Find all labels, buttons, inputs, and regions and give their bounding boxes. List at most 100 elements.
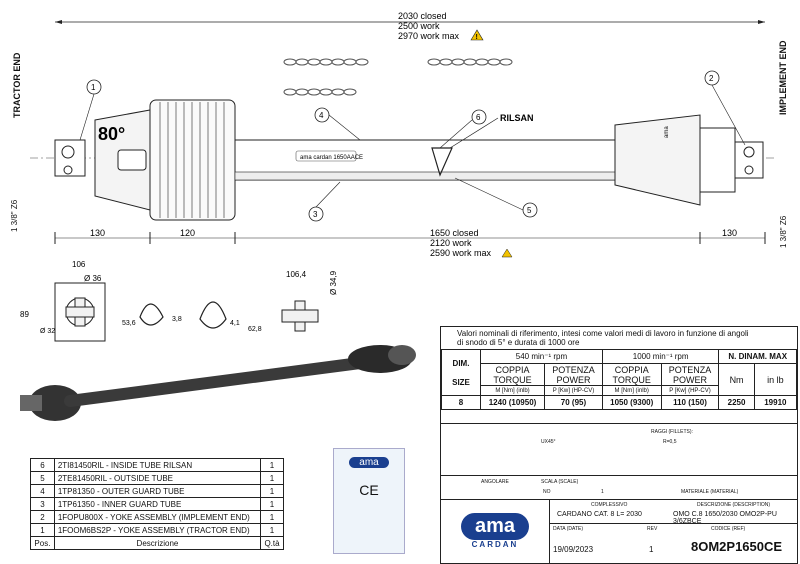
- scala-no: NO: [543, 489, 551, 495]
- codice-value: 8OM2P1650CE: [691, 539, 783, 554]
- rilsan-label: RILSAN: [500, 113, 534, 123]
- top-dim-work-max: 2970 work max: [398, 31, 460, 41]
- segment-middle: 120: [180, 228, 195, 238]
- safety-chain-top-left: [283, 58, 369, 66]
- svg-text:Ø 32: Ø 32: [40, 328, 55, 335]
- ce-icon: CE: [359, 482, 379, 498]
- parts-cell-qty: 1: [260, 510, 284, 524]
- parts-cell-desc: 1FOPU800X - YOKE ASSEMBLY (IMPLEMENT END…: [53, 510, 262, 524]
- scala-label: SCALA (SCALE): [541, 479, 579, 485]
- parts-cell-qty: 1: [260, 484, 284, 498]
- svg-text:1: 1: [91, 83, 96, 92]
- parts-header-pos: Pos.: [30, 536, 55, 550]
- angolare-label: ANGOLARE: [481, 479, 509, 485]
- cross-section-details: 106 Ø 36 89 Ø 32 53,6 3,8 4,1 62,8 106,4…: [20, 260, 338, 342]
- rpm540-header: 540 min⁻¹ rpm: [480, 349, 603, 364]
- svg-text:3: 3: [313, 210, 318, 219]
- implement-end-cone: [614, 114, 701, 206]
- outer-tube-profile: [139, 303, 164, 326]
- implement-yoke: [734, 141, 764, 179]
- spec-intro-line1: Valori nominali di riferimento, intesi c…: [457, 329, 749, 338]
- bottom-dim-work-max: 2590 work max: [430, 248, 492, 258]
- safety-chain-top-right: [427, 58, 513, 66]
- svg-text:89: 89: [20, 310, 29, 319]
- inner-guard-tube: [234, 171, 616, 181]
- desc-header: DESCRIZIONE (DESCRIPTION): [697, 502, 771, 508]
- svg-text:53,6: 53,6: [122, 320, 136, 327]
- scala-value: 1: [601, 489, 604, 495]
- implement-guard: [699, 127, 736, 193]
- tube-label: ama cardan 1650AACE: [300, 155, 363, 161]
- inner-tube-profile: [199, 301, 227, 329]
- implement-end-label: IMPLEMENT END: [778, 40, 788, 115]
- ndinam-header: N. DINAM. MAX: [718, 349, 797, 364]
- codice-label: CODICE (REF): [711, 526, 746, 532]
- parts-header-qty: Q.tà: [260, 536, 284, 550]
- omo-text: OMO C.8 1650/2030 OMO2P-PU 3/6ZBCE: [673, 511, 777, 525]
- parts-header-desc: Descrizione: [53, 536, 262, 550]
- segment-right: 130: [722, 228, 737, 238]
- svg-text:3,8: 3,8: [172, 316, 182, 323]
- shaft-3d-render: [20, 345, 416, 421]
- driveline-side-view: 2030 closed 2500 work 2970 work max !: [30, 11, 775, 258]
- rilsan-profile: [431, 147, 453, 177]
- parts-cell-pos: 3: [30, 497, 55, 511]
- svg-text:Ø 36: Ø 36: [84, 274, 102, 283]
- label-logo: ama: [349, 457, 389, 468]
- top-dim-closed: 2030 closed: [398, 11, 447, 21]
- warning-icon-bottom: [501, 248, 513, 258]
- svg-text:4: 4: [319, 111, 324, 120]
- parts-cell-pos: 2: [30, 510, 55, 524]
- angle-label: 80°: [98, 124, 125, 144]
- svg-text:6: 6: [476, 113, 481, 122]
- parts-cell-pos: 1: [30, 523, 55, 537]
- parts-cell-pos: 4: [30, 484, 55, 498]
- complessivo-label: COMPLESSIVO: [591, 502, 628, 508]
- svg-text:!: !: [476, 34, 478, 41]
- small-logo: ama: [664, 126, 670, 138]
- rev-value: 1: [649, 545, 654, 554]
- parts-cell-qty: 1: [260, 471, 284, 485]
- safety-chain-middle: [283, 88, 357, 96]
- raggi-label: RAGGI (FILLETS):: [651, 429, 693, 435]
- svg-text:Ø 34,9: Ø 34,9: [329, 270, 338, 295]
- parts-cell-pos: 5: [30, 471, 55, 485]
- svg-text:106: 106: [72, 260, 86, 269]
- desc-text: CARDANO CAT. 8 L= 2030: [557, 511, 642, 518]
- spec-table: DIM. SIZE 540 min⁻¹ rpm 1000 min⁻¹ rpm N…: [441, 349, 798, 410]
- product-label-image: ama CE: [333, 448, 405, 554]
- bellows-ribs: [159, 102, 225, 218]
- spec-data-row: 8 1240 (10950) 70 (95) 1050 (9300) 110 (…: [441, 395, 798, 410]
- parts-cell-desc: 2TE81450RIL - OUTSIDE TUBE: [53, 471, 262, 485]
- tractor-end-label: TRACTOR END: [12, 52, 22, 118]
- tolerance-label: UX45°: [541, 439, 556, 445]
- top-dim-work: 2500 work: [398, 21, 440, 31]
- parts-cell-desc: 1FOOM6BS2P - YOKE ASSEMBLY (TRACTOR END): [53, 523, 262, 537]
- segment-left: 130: [90, 228, 105, 238]
- callout-6: [471, 109, 487, 125]
- parts-cell-qty: 1: [260, 458, 284, 472]
- parts-cell-desc: 1TP61350 - INNER GUARD TUBE: [53, 497, 262, 511]
- spline-right-label: 1 3/8" Z6: [779, 215, 788, 248]
- spec-intro-line2: di snodo di 5° e durata di 1000 ore: [457, 338, 580, 347]
- date-value: 19/09/2023: [553, 545, 594, 554]
- cross-joint-left: [65, 297, 95, 327]
- data-label: DATA (DATE): [553, 526, 583, 532]
- spec-panel: Valori nominali di riferimento, intesi c…: [440, 326, 798, 564]
- bottom-dim-closed: 1650 closed: [430, 228, 479, 238]
- parts-cell-qty: 1: [260, 523, 284, 537]
- svg-text:106,4: 106,4: [286, 270, 307, 279]
- parts-cell-pos: 6: [30, 458, 55, 472]
- materiale-label: MATERIALE (MATERIAL): [681, 489, 739, 495]
- brand-logo: ama CARDAN: [441, 499, 549, 563]
- warning-icon: [470, 29, 484, 41]
